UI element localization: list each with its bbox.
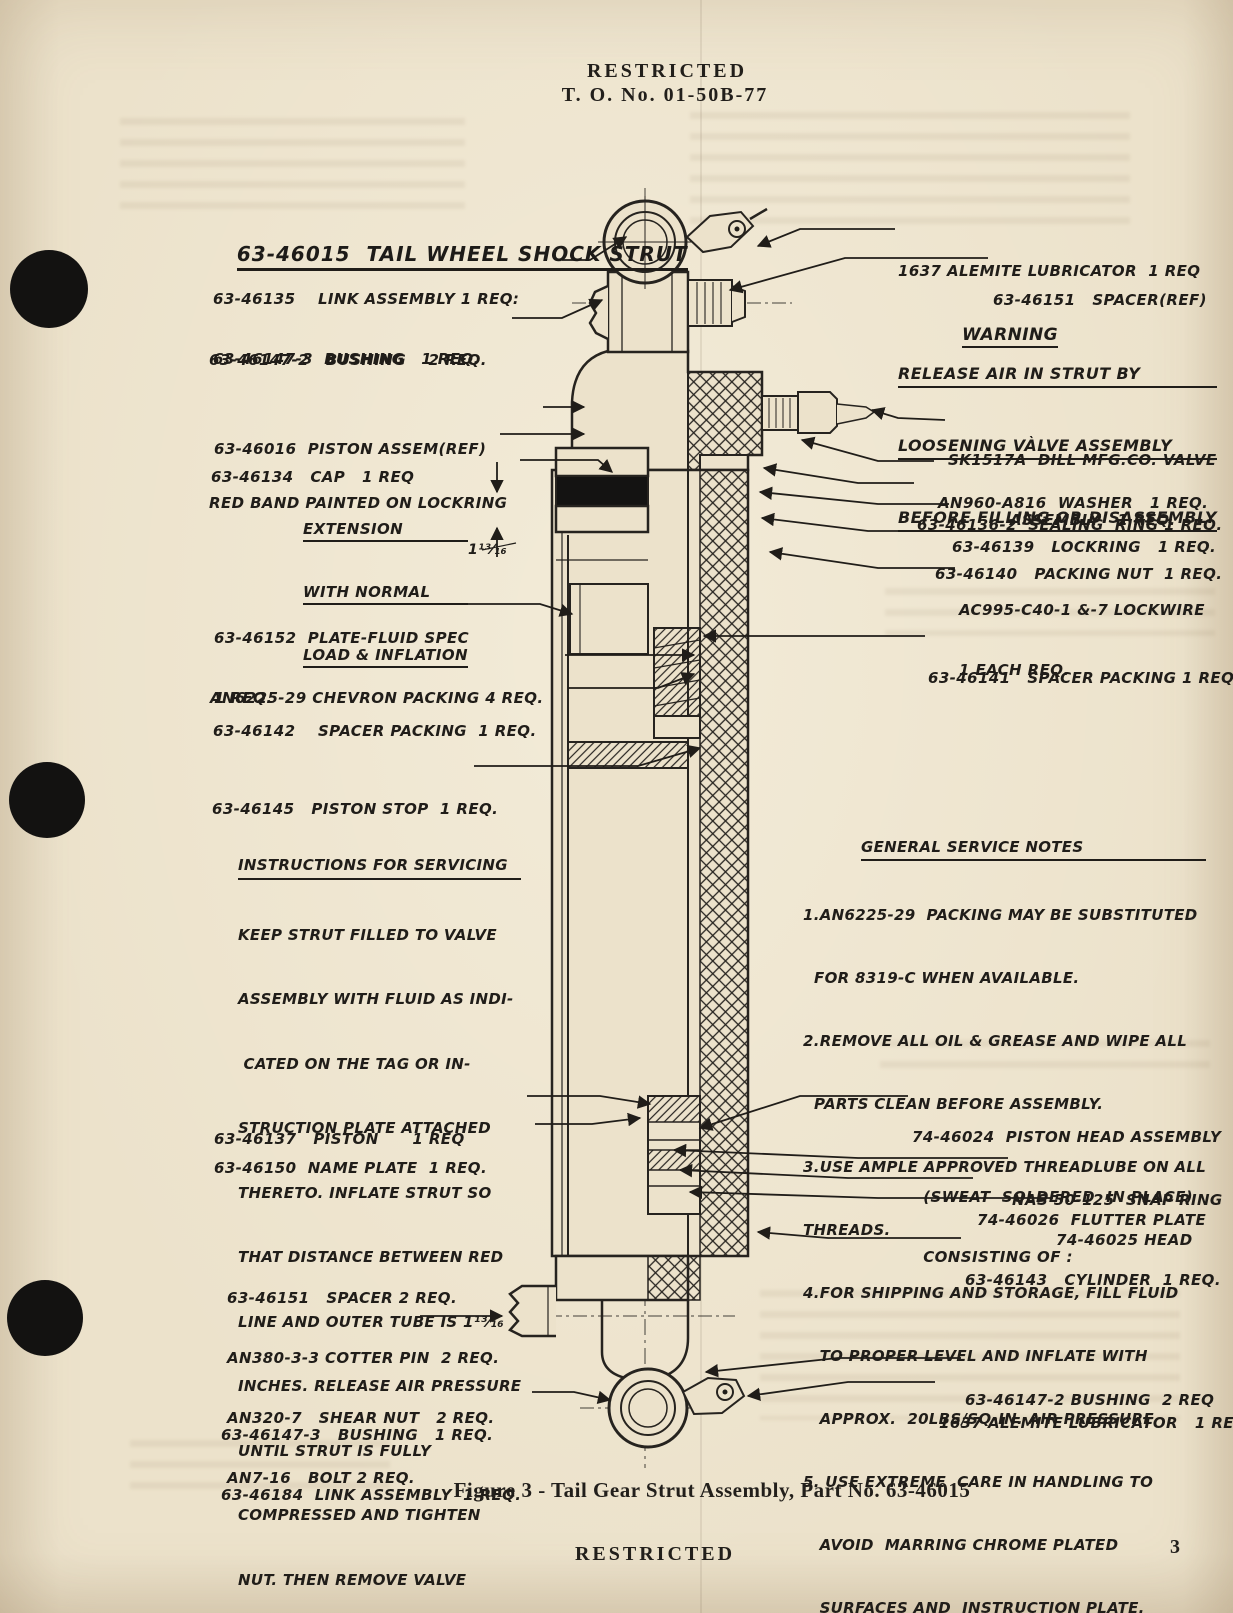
dimension-label: 1¹³⁄₁₆	[468, 542, 508, 558]
label-extension-note: EXTENSION WITH NORMAL LOAD & INFLATION	[303, 479, 468, 708]
label-bushing-top: 63-46147-2 BUSHING 2 REQ.	[209, 351, 487, 369]
label-piston-head-assembly: 74-46024 PISTON HEAD ASSEMBLY (SWEAT SOL…	[912, 1128, 1222, 1266]
footer-classification: RESTRICTED	[574, 1543, 736, 1565]
servicing-instructions: INSTRUCTIONS FOR SERVICING KEEP STRUT FI…	[238, 856, 522, 1589]
label-alemite-top: 1637 ALEMITE LUBRICATOR 1 REQ	[898, 262, 1201, 280]
label-piston: 63-46137 PISTON 1 REQ	[214, 1130, 465, 1148]
bleed-through-text	[760, 1290, 1180, 1420]
label-spacer-packing-right: 63-46141 SPACER PACKING 1 REQ	[928, 669, 1233, 687]
label-chevron-packing: AN6225-29 CHEVRON PACKING 4 REQ.	[210, 689, 544, 707]
label-spacer-packing-left: 63-46142 SPACER PACKING 1 REQ.	[213, 722, 537, 740]
label-washer: AN960-A816 WASHER 1 REQ.	[938, 494, 1209, 512]
punch-hole	[7, 1280, 83, 1356]
punch-hole	[9, 762, 85, 838]
label-packing-nut: 63-46140 PACKING NUT 1 REQ.	[935, 565, 1223, 583]
label-piston-assem: 63-46016 PISTON ASSEM(REF)	[214, 440, 487, 458]
label-sealing-ring: 63-46136-2 SEALING RING 1 REQ.	[917, 516, 1223, 534]
label-bushing-bottom: 63-46147-2 BUSHING 2 REQ	[965, 1391, 1215, 1409]
punch-hole	[10, 250, 88, 328]
bleed-through-text	[130, 1440, 390, 1500]
bleed-through-text	[120, 118, 465, 223]
general-service-notes: GENERAL SERVICE NOTES 1.AN6225-29 PACKIN…	[803, 838, 1207, 1613]
label-cylinder: 63-46143 CYLINDER 1 REQ.	[965, 1271, 1221, 1289]
header-classification: RESTRICTED	[586, 60, 748, 82]
label-head: 74-46025 HEAD	[1056, 1231, 1193, 1249]
figure-title: 63-46015 TAIL WHEEL SHOCK STRUT	[205, 218, 688, 295]
label-alemite-bottom: 1637 ALEMITE LUBRICATOR 1 REQ	[939, 1414, 1233, 1432]
leader-lines	[420, 228, 1053, 1404]
label-valve-assembly: SK1517A DILL MFG.CO. VALVE ASSEMBLY 1 RE…	[948, 451, 1217, 529]
label-red-band: RED BAND PAINTED ON LOCKRING	[209, 494, 508, 512]
label-name-plate: 63-46150 NAME PLATE 1 REQ.	[214, 1159, 488, 1177]
label-spacer-ref: 63-46151 SPACER(REF)	[993, 291, 1207, 309]
label-flutter-plate: 74-46026 FLUTTER PLATE	[977, 1211, 1207, 1229]
label-cap: 63-46134 CAP 1 REQ	[211, 468, 415, 486]
warning-title: WARNING	[962, 285, 1058, 388]
bleed-through-text	[880, 1040, 1210, 1080]
bleed-through-text	[885, 588, 1215, 636]
figure-caption: Figure 3 - Tail Gear Strut Assembly, Par…	[453, 1478, 971, 1502]
header-to-number: T. O. No. 01-50B-77	[561, 84, 769, 106]
label-bolt-group: 63-46151 SPACER 2 REQ. AN380-3-3 COTTER …	[227, 1289, 500, 1487]
label-fluid-spec-plate: 63-46152 PLATE-FLUID SPEC 1 REQ.	[214, 629, 470, 707]
label-link-assembly-top: 63-46135 LINK ASSEMBLY 1 REQ: 63-46147-3…	[213, 290, 520, 368]
label-lockring: 63-46139 LOCKRING 1 REQ.	[952, 538, 1217, 556]
label-lockwire: AC995-C40-1 &-7 LOCKWIRE 1 EACH REQ.	[959, 601, 1205, 679]
label-snap-ring: NAS 50-125 SNAP RING	[1012, 1191, 1223, 1209]
page-number: 3	[1170, 1536, 1180, 1558]
label-piston-stop: 63-46145 PISTON STOP 1 REQ.	[212, 800, 499, 818]
label-link-assembly-bottom: 63-46147-3 BUSHING 1 REQ. 63-46184 LINK …	[221, 1426, 522, 1504]
warning-text: RELEASE AIR IN STRUT BY LOOSENING VÀLVE …	[898, 316, 1217, 578]
